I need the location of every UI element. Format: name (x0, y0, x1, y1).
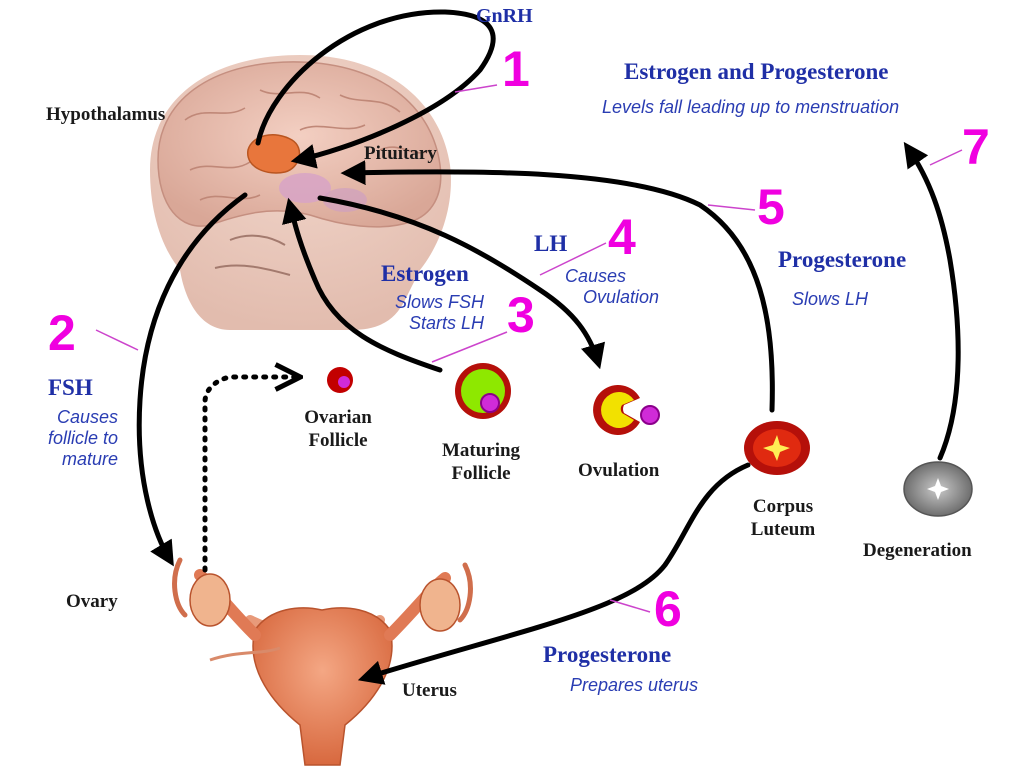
step-1-number: 1 (502, 41, 530, 97)
uterus-illustration (172, 557, 473, 766)
progesterone-uterus-arrow (357, 462, 751, 685)
ovary-to-follicle-dotted-arrow (202, 377, 298, 573)
step-1-hormone: GnRH (476, 5, 533, 27)
step-3-note: Slows FSH Starts LH (394, 292, 484, 333)
lh-arrow (317, 195, 606, 370)
ovulation-label: Ovulation (578, 460, 660, 481)
step-6-number: 6 (654, 581, 682, 637)
gnrh-loop-arrow (255, 9, 496, 169)
uterus-body (252, 607, 393, 766)
fsh-arrow (136, 192, 248, 567)
step-4-number: 4 (608, 209, 636, 265)
step-2-note: Causes follicle to mature (47, 407, 118, 469)
hypothalamus-label: Hypothalamus (46, 104, 166, 125)
step-5-note: Slows LH (792, 289, 869, 309)
step-4-hormone: LH (534, 231, 568, 256)
ovary-label: Ovary (66, 591, 118, 612)
degeneration-icon (903, 461, 973, 517)
head-illustration (150, 55, 451, 330)
step-4-note: Causes Ovulation (565, 266, 660, 307)
step-6-hormone: Progesterone (543, 642, 672, 667)
step-6-note: Prepares uterus (570, 675, 699, 695)
corpus-luteum-icon (744, 421, 810, 475)
ovarian-follicle-label: Ovarian Follicle (304, 407, 372, 451)
left-ovary (189, 573, 231, 627)
step-3-number: 3 (507, 287, 535, 343)
corpus-luteum-label: Corpus Luteum (750, 496, 816, 540)
step-7-number: 7 (962, 119, 990, 175)
maturing-follicle-label: Maturing Follicle (441, 440, 521, 484)
step-2-hormone: FSH (48, 375, 93, 400)
maturing-follicle-icon (455, 363, 511, 419)
leader-lines (95, 84, 963, 613)
pituitary-region (279, 173, 331, 203)
progesterone-feedback-arrow (340, 160, 775, 413)
right-ovary (419, 578, 461, 632)
estrogen-feedback-arrow (282, 197, 443, 373)
hypothalamus-region (247, 134, 301, 174)
hormone-arrows (136, 9, 961, 685)
ovarian-follicle-icon (327, 367, 353, 393)
step-7-hormone: Estrogen and Progesterone (624, 59, 889, 84)
step-5-hormone: Progesterone (778, 247, 907, 272)
ovulation-icon (593, 384, 660, 435)
step-7-note: Levels fall leading up to menstruation (602, 97, 900, 117)
step-5-number: 5 (757, 179, 785, 235)
levels-fall-arrow (903, 141, 961, 461)
degeneration-label: Degeneration (863, 540, 972, 561)
step-3-hormone: Estrogen (381, 261, 469, 286)
step-2-number: 2 (48, 305, 76, 361)
pituitary-label: Pituitary (364, 143, 437, 164)
uterus-label: Uterus (402, 680, 457, 701)
